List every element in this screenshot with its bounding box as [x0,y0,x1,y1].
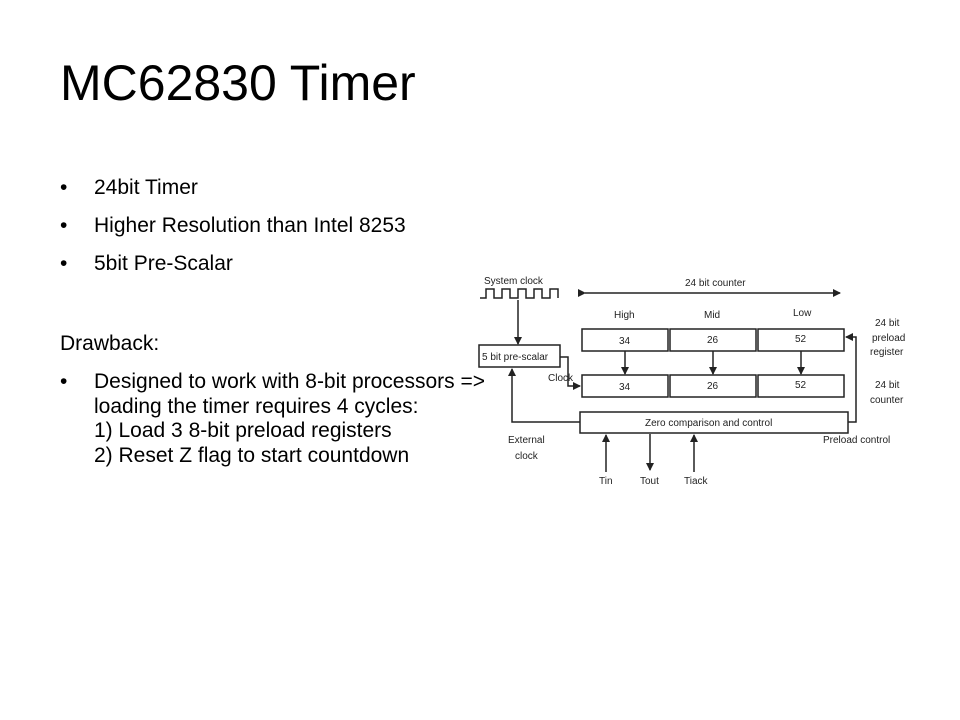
counter-mid-value: 26 [707,381,719,392]
list-item: • Higher Resolution than Intel 8253 [60,214,510,238]
preload-low-value: 52 [795,334,807,345]
external-clock-line [508,368,580,423]
counter-low-value: 52 [795,380,807,391]
mid-label: Mid [704,310,720,321]
list-item: • 24bit Timer [60,176,510,200]
high-label: High [614,310,635,321]
counter-width-label: 24 bit counter [685,278,746,289]
list-item: • 5bit Pre-Scalar [60,252,510,276]
bullet-marker: • [60,214,68,237]
preload-register-label-2: preload [872,333,905,344]
slide-title: MC62830 Timer [60,55,416,111]
preload-register-label-3: register [870,347,904,358]
preload-register-label-1: 24 bit [875,318,900,329]
tin-label: Tin [599,476,613,487]
bullet-marker: • [60,370,68,393]
preload-low-box [757,328,845,352]
bullet-text: 5bit Pre-Scalar [94,252,233,275]
preload-control-label: Preload control [823,435,890,446]
drawback-list: • Designed to work with 8-bit processors… [60,370,520,482]
list-item: • Designed to work with 8-bit processors… [60,370,520,468]
tiack-label: Tiack [684,476,709,487]
preload-control-line [845,333,857,423]
preload-mid-box [669,328,757,352]
clock-line [560,356,581,390]
feature-list: • 24bit Timer • Higher Resolution than I… [60,176,510,290]
clock-label: Clock [548,373,574,384]
counter-low-box [757,374,845,398]
zero-compare-box [579,411,849,434]
bullet-text: Higher Resolution than Intel 8253 [94,214,406,237]
prescalar-label: 5 bit pre-scalar [482,352,549,363]
system-clock-waveform [480,288,559,299]
low-label: Low [793,308,812,319]
preload-mid-value: 26 [707,335,719,346]
counter-high-box [581,374,669,398]
preload-high-box [581,328,669,352]
counter-mid-box [669,374,757,398]
bullet-marker: • [60,252,68,275]
preload-high-value: 34 [619,336,631,347]
zero-compare-label: Zero comparison and control [645,418,772,429]
bullet-text: Designed to work with 8-bit processors =… [94,370,486,467]
tout-label: Tout [640,476,659,487]
drawback-heading: Drawback: [60,332,160,355]
counter-label-1: 24 bit [875,380,900,391]
counter-high-value: 34 [619,382,631,393]
prescalar-box [478,344,561,368]
bullet-text: 24bit Timer [94,176,198,199]
bullet-marker: • [60,176,68,199]
counter-label-2: counter [870,395,904,406]
